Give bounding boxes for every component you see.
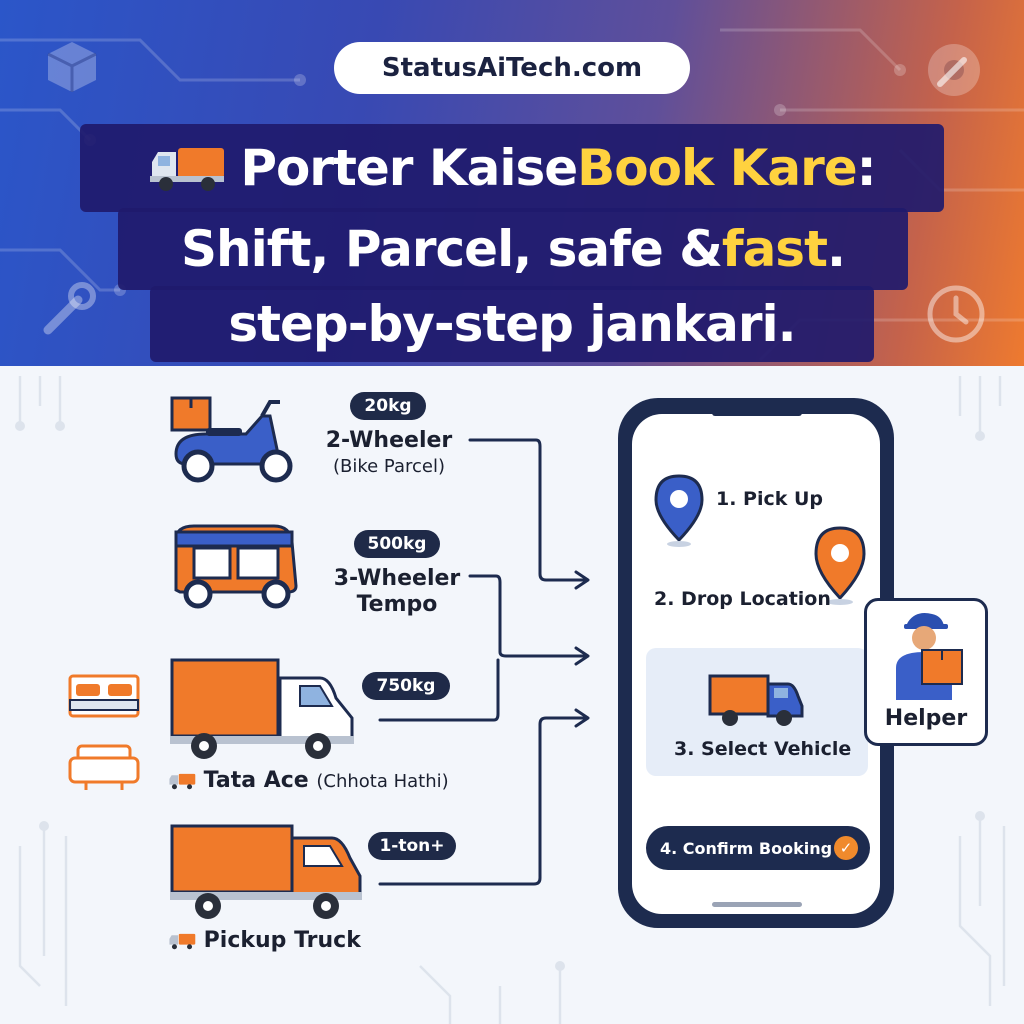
vehicle-sub: (Chhota Hathi) [316,771,449,792]
title-highlight-2: fast [721,220,828,278]
title-text-3: step-by-step jankari. [228,295,796,353]
vehicle-name: 3-Wheeler [333,566,461,591]
bed-icon [66,672,142,728]
vehicle-sub: (Bike Parcel) [332,456,446,477]
sofa-icon [66,740,142,796]
step-drop[interactable]: 2. Drop Location [654,588,831,610]
box-icon [44,38,100,98]
wrench-icon [40,282,98,340]
location-pin-icon [654,474,704,552]
pickup-truck-icon [170,822,364,926]
title-line-2: Shift, Parcel, safe & fast . [118,208,908,290]
title-text-1: Porter Kaise [240,139,578,197]
check-icon: ✓ [834,836,858,860]
weight-badge: 500kg [354,530,440,558]
van-icon [708,672,804,734]
vehicle-name: 2-Wheeler [325,428,453,453]
circuit-pattern-lower [15,376,1006,1024]
helper-label: Helper [884,706,968,731]
step-pickup[interactable]: 1. Pick Up [716,488,824,510]
title-line-3: step-by-step jankari. [150,286,874,362]
truck-emoji-icon [169,773,196,790]
helper-person-icon [886,610,968,704]
site-badge[interactable]: StatusAiTech.com [334,42,690,94]
title-post-2: . [826,220,846,278]
confirm-booking-button[interactable]: 4. Confirm Booking ✓ [646,826,870,870]
title-highlight-1: Book Kare [577,139,858,197]
vehicle-name: Pickup Truck [203,928,361,953]
gear-wrench-icon [924,40,984,104]
title-post-1: : [856,139,877,197]
vehicle-label-3-wheeler[interactable]: 3-Wheeler Tempo [322,566,472,618]
vehicle-sub: Tempo [356,592,438,617]
vehicle-name: Tata Ace [203,768,309,793]
clock-icon [926,284,986,348]
auto-rickshaw-icon [164,520,304,616]
confirm-label: 4. Confirm Booking [660,838,833,858]
title-line-1: Porter Kaise Book Kare : [80,124,944,212]
truck-emoji-icon [150,148,225,191]
vehicle-label-2-wheeler[interactable]: 2-Wheeler (Bike Parcel) [316,428,462,480]
truck-emoji-icon [169,933,196,950]
weight-badge: 1-ton+ [368,832,456,860]
weight-badge: 20kg [350,392,426,420]
phone-speaker [712,410,802,416]
title-text-2: Shift, Parcel, safe & [181,220,723,278]
step-select-vehicle: 3. Select Vehicle [674,738,852,760]
vehicle-label-pickup-truck[interactable]: Pickup Truck [168,928,388,954]
header-banner: StatusAiTech.com Porter Kaise Book Kare … [0,0,1024,366]
location-pin-icon [814,526,866,610]
tata-ace-icon [170,658,356,766]
scooter-icon [166,394,302,490]
weight-badge: 750kg [362,672,450,700]
home-indicator [712,902,802,907]
vehicle-label-tata-ace[interactable]: Tata Ace (Chhota Hathi) [168,768,468,795]
